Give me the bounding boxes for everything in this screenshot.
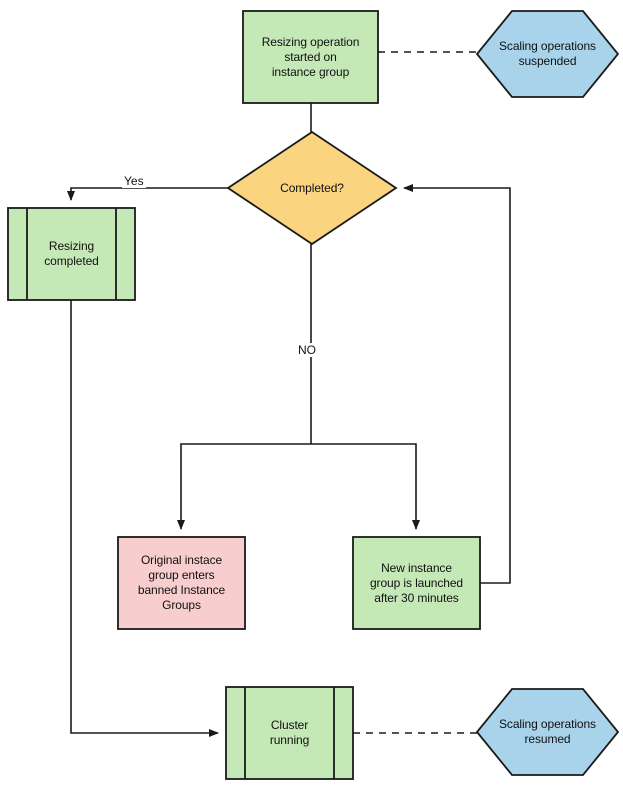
edge-resizing-completed-to-cluster: [70, 300, 219, 737]
node-scaling-resumed[interactable]: [475, 688, 620, 776]
edge-label-yes: Yes: [122, 174, 146, 188]
node-new-group-launched[interactable]: [352, 536, 481, 630]
nodes-layer: [7, 10, 620, 780]
edge-new-group-back-to-decision: [403, 184, 511, 584]
node-original-group-banned[interactable]: [117, 536, 246, 630]
node-completed-decision[interactable]: [226, 130, 398, 246]
edge-label-no: NO: [296, 343, 318, 357]
edge-decision-yes: [67, 187, 228, 201]
edge-decision-no-right: [311, 443, 420, 530]
node-scaling-suspended[interactable]: [475, 10, 620, 98]
node-cluster-running[interactable]: [225, 686, 354, 780]
node-resizing-completed[interactable]: [7, 207, 136, 301]
edge-decision-no-left: [177, 443, 311, 530]
node-resizing-started[interactable]: [242, 10, 379, 104]
